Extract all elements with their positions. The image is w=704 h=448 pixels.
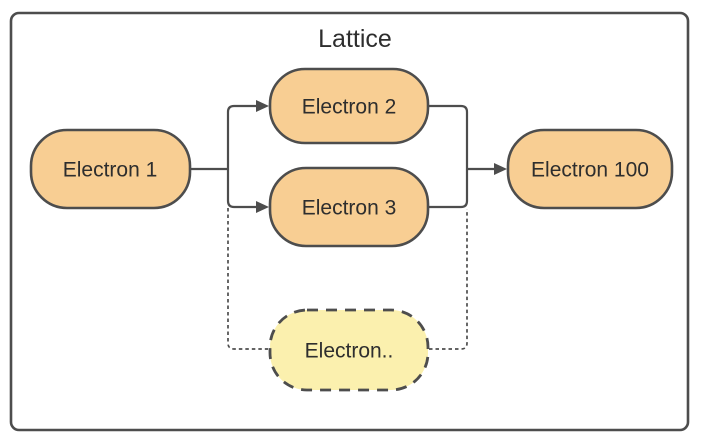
- node-electron-100-shape: [506, 128, 674, 210]
- node-electron-3[interactable]: Electron 3: [268, 166, 430, 248]
- node-electron-etc[interactable]: Electron..: [268, 308, 430, 392]
- diagram-title-label: Lattice: [318, 25, 392, 53]
- node-electron-1-label: Electron 1: [63, 159, 158, 182]
- edge-electron3-electron100[interactable]: [428, 169, 469, 209]
- node-electron-2[interactable]: Electron 2: [268, 67, 430, 145]
- arrowhead-into-electron3-icon: [256, 201, 269, 213]
- node-electron-1-shape: [29, 128, 192, 210]
- edge-electron2-electron100[interactable]: [428, 104, 494, 171]
- edge-electron1-electronetc-dashed[interactable]: [227, 208, 268, 350]
- node-electron-2-shape: [268, 67, 430, 145]
- node-electron-3-shape: [268, 166, 430, 248]
- arrowhead-into-electron100-icon: [494, 163, 507, 175]
- node-electron-3-label: Electron 3: [302, 197, 397, 220]
- edge-electron1-electron2[interactable]: [190, 104, 256, 171]
- edge-electron1-electron3[interactable]: [226, 169, 256, 209]
- node-electron-etc-shape: [268, 308, 430, 392]
- node-electron-100-label: Electron 100: [531, 159, 649, 182]
- node-electron-100[interactable]: Electron 100: [506, 128, 674, 210]
- node-electron-2-label: Electron 2: [302, 96, 397, 119]
- node-electron-1[interactable]: Electron 1: [29, 128, 192, 210]
- arrowhead-into-electron2-icon: [256, 100, 269, 112]
- edge-electronetc-electron100-dashed[interactable]: [429, 209, 468, 350]
- node-electron-etc-label: Electron..: [305, 340, 394, 363]
